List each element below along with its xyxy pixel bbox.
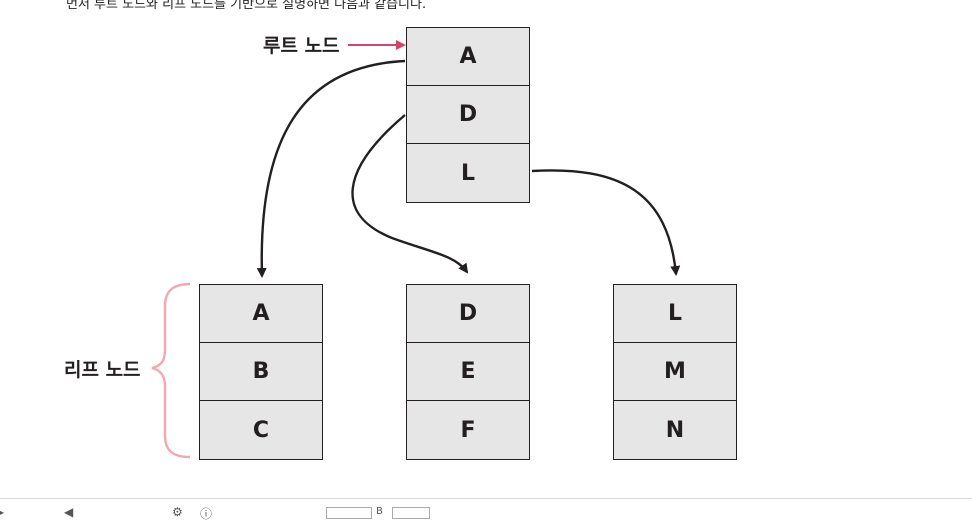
root-key-a: A xyxy=(407,28,529,86)
leaf-2-key-d: D xyxy=(407,285,529,343)
root-node-label: 루트 노드 xyxy=(263,35,340,57)
leaf-node-3: L M N xyxy=(613,284,737,460)
intro-text: 먼저 루트 노드와 리프 노드를 기반으로 설명하면 다음과 같습니다. xyxy=(66,0,427,12)
leaf-node-label: 리프 노드 xyxy=(64,359,141,381)
root-key-l: L xyxy=(460,160,476,186)
page-select[interactable] xyxy=(392,507,430,519)
leaf-node-1: A B C xyxy=(199,284,323,460)
leaf-1-key-b: B xyxy=(200,343,322,401)
play-icon[interactable]: ▸ xyxy=(0,505,5,519)
settings-icon[interactable]: ⚙ xyxy=(172,505,183,519)
viewer-toolbar: ▸ ◀ ⚙ ⓘ B xyxy=(0,498,972,521)
leaf-3-key-n: N xyxy=(665,417,685,443)
leaf-1-key-a: A xyxy=(200,285,322,343)
leaf-node-2: D E F xyxy=(406,284,530,460)
leaf-2-key-e: E xyxy=(407,343,529,401)
root-key-d: D xyxy=(407,86,529,144)
page-input[interactable] xyxy=(326,507,372,519)
volume-icon[interactable]: ◀ xyxy=(64,505,74,519)
leaf-3-key-l: L xyxy=(614,285,736,343)
root-node: A D L xyxy=(406,27,530,203)
edge-a-to-leaf-1 xyxy=(256,59,406,278)
leaf-brace xyxy=(151,282,191,459)
leaf-3-key-m: M xyxy=(614,343,736,401)
edge-d-to-leaf-2 xyxy=(351,114,469,274)
page-suffix: B xyxy=(376,506,383,517)
edge-l-to-leaf-3 xyxy=(531,169,681,276)
leaf-2-key-f: F xyxy=(460,417,476,443)
leaf-1-key-c: C xyxy=(252,417,270,443)
